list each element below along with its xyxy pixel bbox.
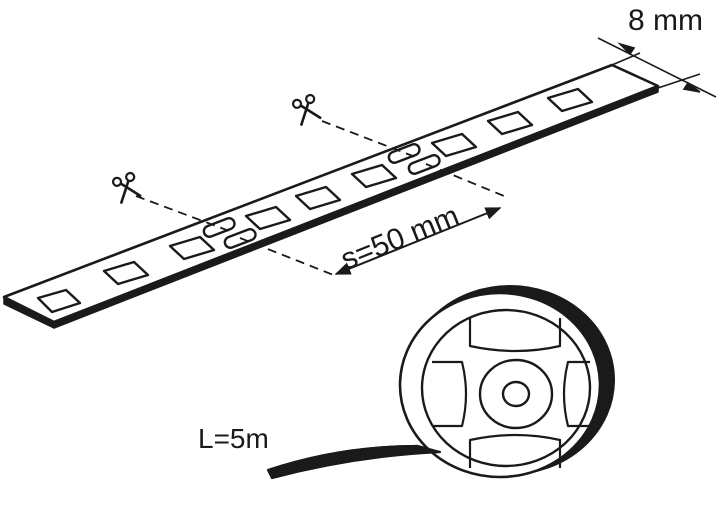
solder-pad	[387, 143, 421, 164]
dimension-extension-left	[239, 237, 337, 277]
cut-line-right	[321, 120, 419, 159]
led-chip	[486, 110, 534, 136]
led-chip	[546, 87, 594, 113]
spacing-dimension-arrow	[334, 207, 502, 275]
solder-pad	[407, 154, 441, 175]
led-chip	[102, 260, 150, 286]
reel-inner-ring	[420, 308, 592, 468]
cut-line-left	[135, 195, 233, 233]
width-label: 8 mm	[628, 4, 703, 37]
strip-side-edge	[53, 85, 659, 329]
solder-pad	[202, 217, 236, 238]
reel	[398, 285, 615, 479]
width-arrowhead	[682, 81, 701, 93]
reel-tape-tail	[266, 444, 442, 480]
reel-hub-outer	[478, 358, 554, 430]
reel-spoke-right	[562, 360, 590, 428]
length-label: L=5m	[198, 423, 269, 454]
reel-outer-face	[398, 291, 602, 479]
cut-lines	[135, 120, 505, 277]
width-arrowhead	[617, 42, 636, 56]
led-chip	[244, 205, 292, 231]
reel-spoke-left	[432, 360, 468, 428]
width-dimension	[597, 37, 717, 98]
scissors-icon	[290, 92, 323, 127]
led-chip	[350, 163, 398, 189]
led-chips	[36, 87, 594, 314]
reel-hub-inner	[501, 380, 531, 408]
width-dimension-line	[597, 37, 717, 98]
led-chip	[168, 235, 216, 261]
width-extension-line	[611, 52, 641, 66]
width-extension-line	[657, 73, 701, 89]
led-chip	[430, 132, 478, 158]
reel-spoke-bottom	[468, 433, 562, 468]
tape-tail-top	[267, 444, 419, 472]
led-chip	[36, 288, 82, 314]
reel-spoke-top	[468, 318, 562, 353]
scissors-icon	[110, 170, 143, 205]
led-chip	[294, 185, 342, 211]
